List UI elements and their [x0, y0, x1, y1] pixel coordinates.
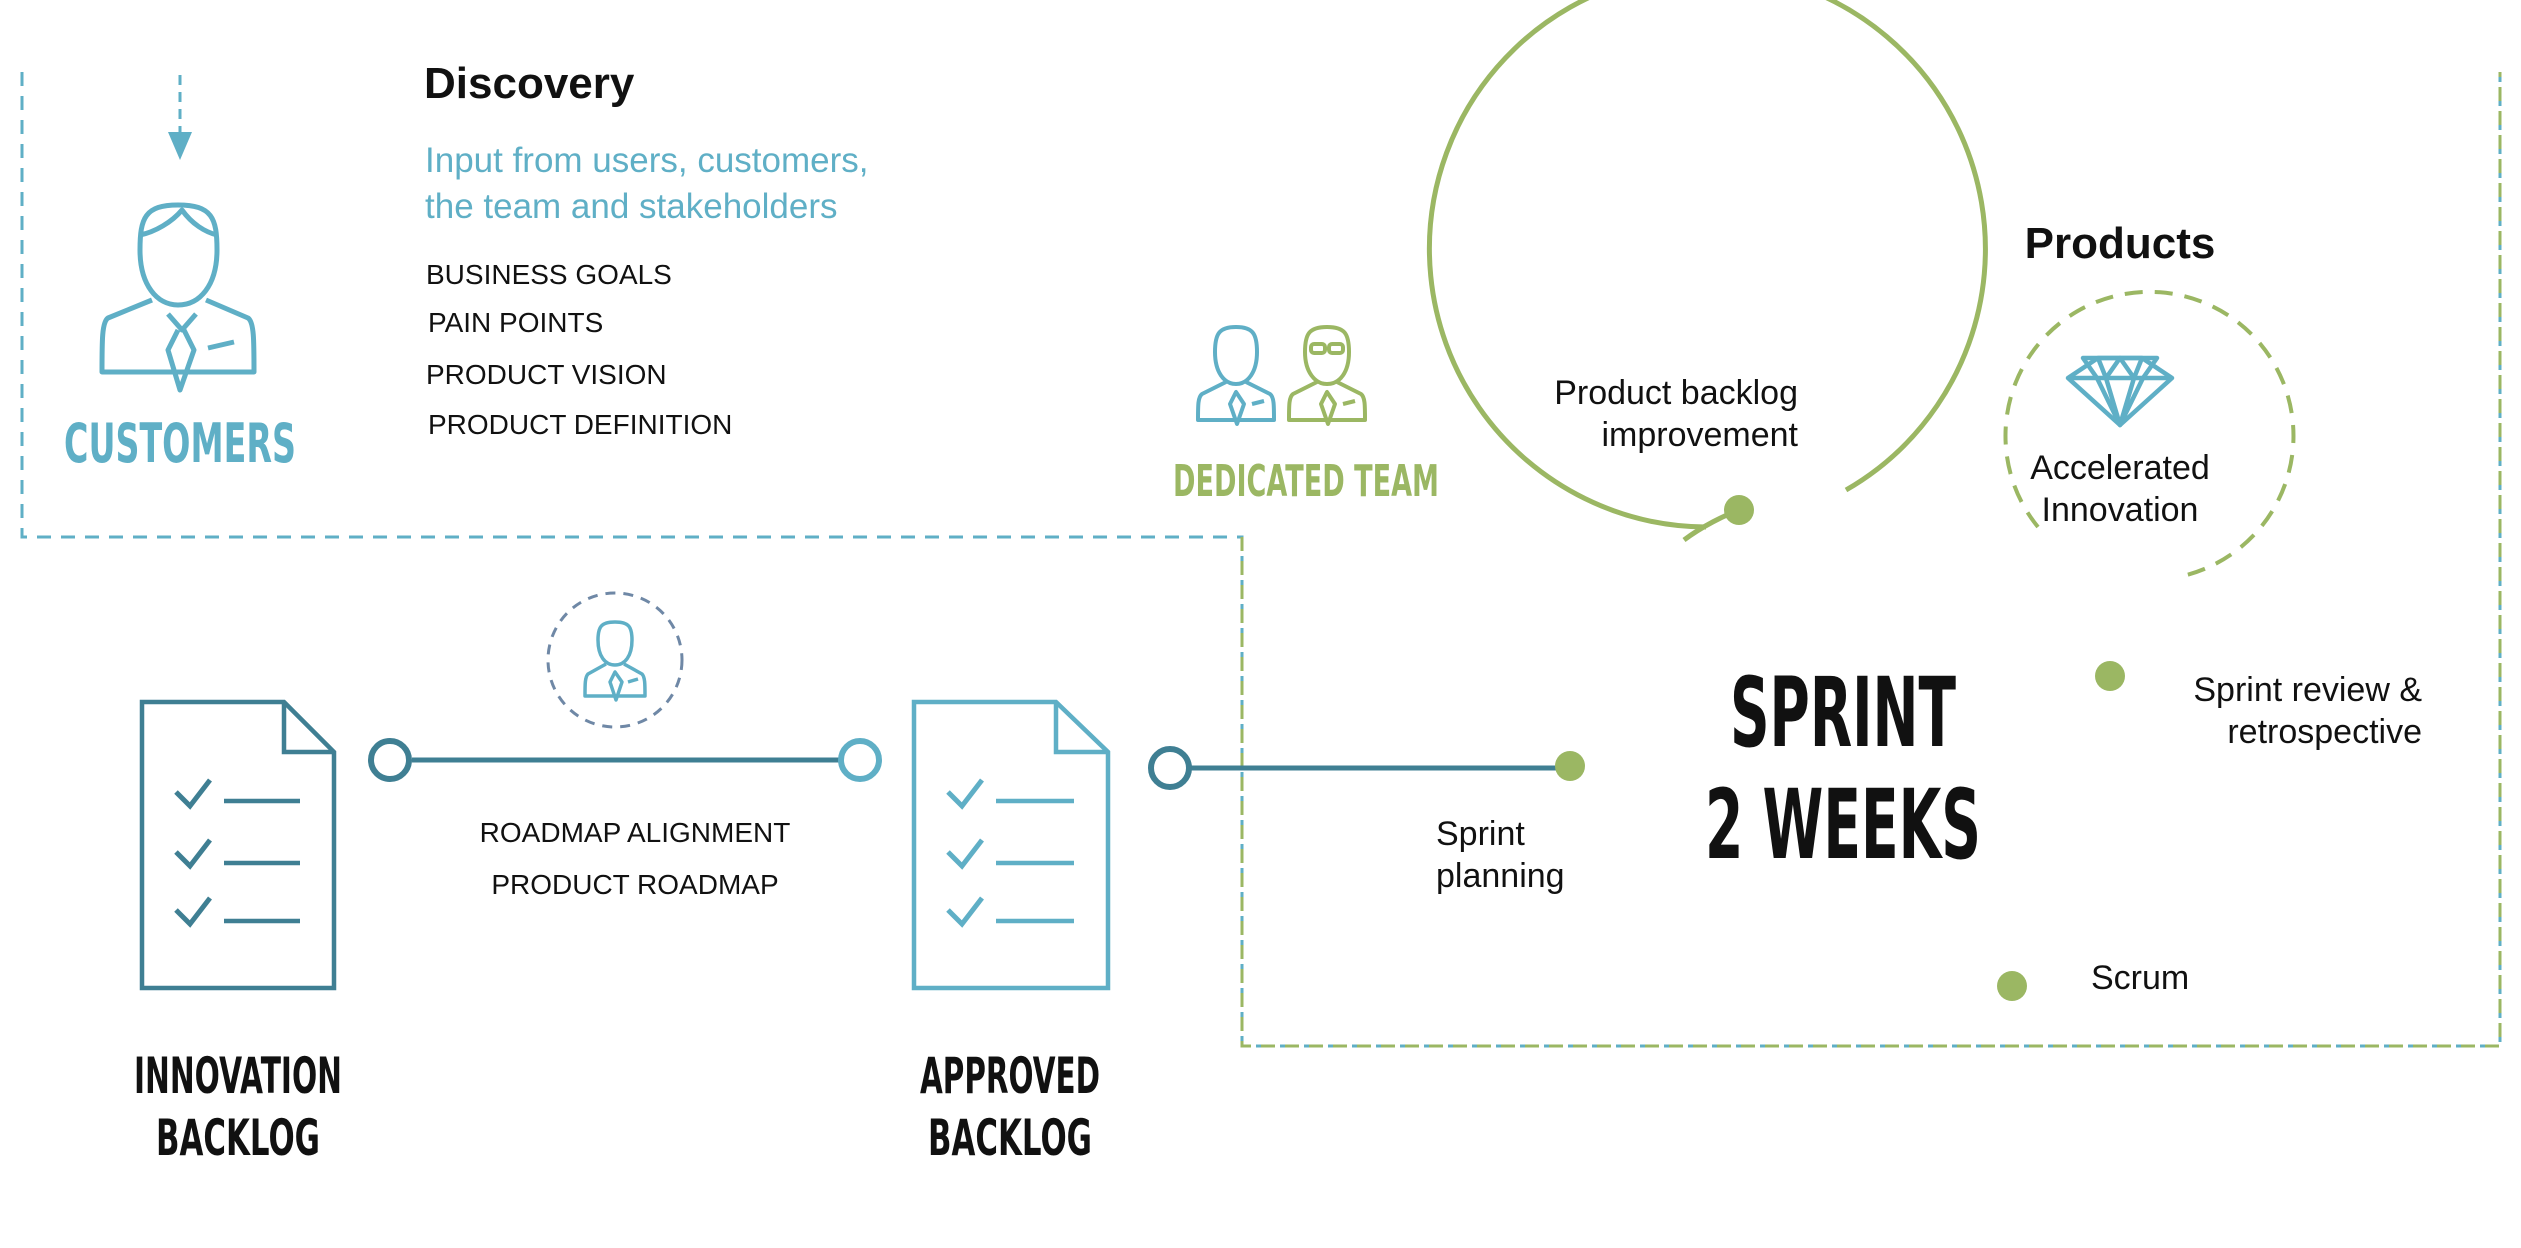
discovery-region-border: [20, 72, 2502, 1048]
stage-label-backlog-improvement: improvement: [1601, 416, 1798, 454]
products-label-line2: Innovation: [2042, 491, 2199, 529]
approved-backlog-label-line2: BACKLOG: [928, 1109, 1092, 1167]
roadmap-owner-circle: [546, 591, 684, 729]
customer-person-icon: [99, 202, 257, 393]
stage-dot-review: [2095, 661, 2125, 691]
discovery-subtitle-line1: Input from users, customers,: [425, 141, 868, 180]
team-member-blue-icon: [1196, 325, 1276, 426]
discovery-item: PRODUCT VISION: [426, 359, 667, 390]
stage-dot-backlog-improvement: [1724, 495, 1754, 525]
approved-backlog-label-line1: APPROVED: [920, 1047, 1100, 1105]
roadmap-connector: [368, 738, 882, 782]
roadmap-owner-icon: [583, 620, 647, 702]
sprint-title-line2: 2 WEEKS: [1705, 769, 1981, 881]
innovation-backlog-label-line2: BACKLOG: [156, 1109, 320, 1167]
stage-label-planning: planning: [1436, 857, 1565, 895]
products-label-line1: Accelerated: [2030, 449, 2210, 487]
sprint-cycle-ring: [1426, 0, 1988, 530]
stage-label-planning: Sprint: [1436, 815, 1525, 853]
product-roadmap-label: PRODUCT ROADMAP: [491, 869, 778, 900]
products-title: Products: [2025, 219, 2216, 268]
stage-label-review: retrospective: [2227, 713, 2422, 751]
stage-dot-scrum: [1997, 971, 2027, 1001]
discovery-item: PAIN POINTS: [428, 307, 603, 338]
stage-label-review: Sprint review &: [2193, 671, 2422, 709]
discovery-title: Discovery: [424, 59, 635, 108]
discovery-item: BUSINESS GOALS: [426, 259, 672, 290]
sprint-connector: [1148, 746, 1568, 790]
products-dashed-circle: [2003, 289, 2296, 579]
stage-label-backlog-improvement: Product backlog: [1554, 374, 1798, 412]
discovery-subtitle-line2: the team and stakeholders: [425, 187, 837, 226]
input-arrow-icon: [168, 75, 192, 160]
roadmap-alignment-label: ROADMAP ALIGNMENT: [480, 817, 791, 848]
approved-backlog-document-icon: [911, 699, 1111, 991]
discovery-item: PRODUCT DEFINITION: [428, 409, 732, 440]
stage-dot-planning: [1555, 751, 1585, 781]
team-member-green-icon: [1287, 325, 1367, 426]
sprint-title-line1: SPRINT: [1730, 657, 1956, 769]
innovation-backlog-label-line1: INNOVATION: [134, 1047, 342, 1105]
innovation-backlog-document-icon: [139, 699, 337, 991]
customers-label: CUSTOMERS: [64, 412, 296, 475]
diamond-icon: [2065, 355, 2175, 428]
delivery-region-border: [1240, 72, 2502, 1048]
stage-label-scrum: Scrum: [2091, 959, 2189, 997]
dedicated-team-label: DEDICATED TEAM: [1173, 456, 1439, 507]
